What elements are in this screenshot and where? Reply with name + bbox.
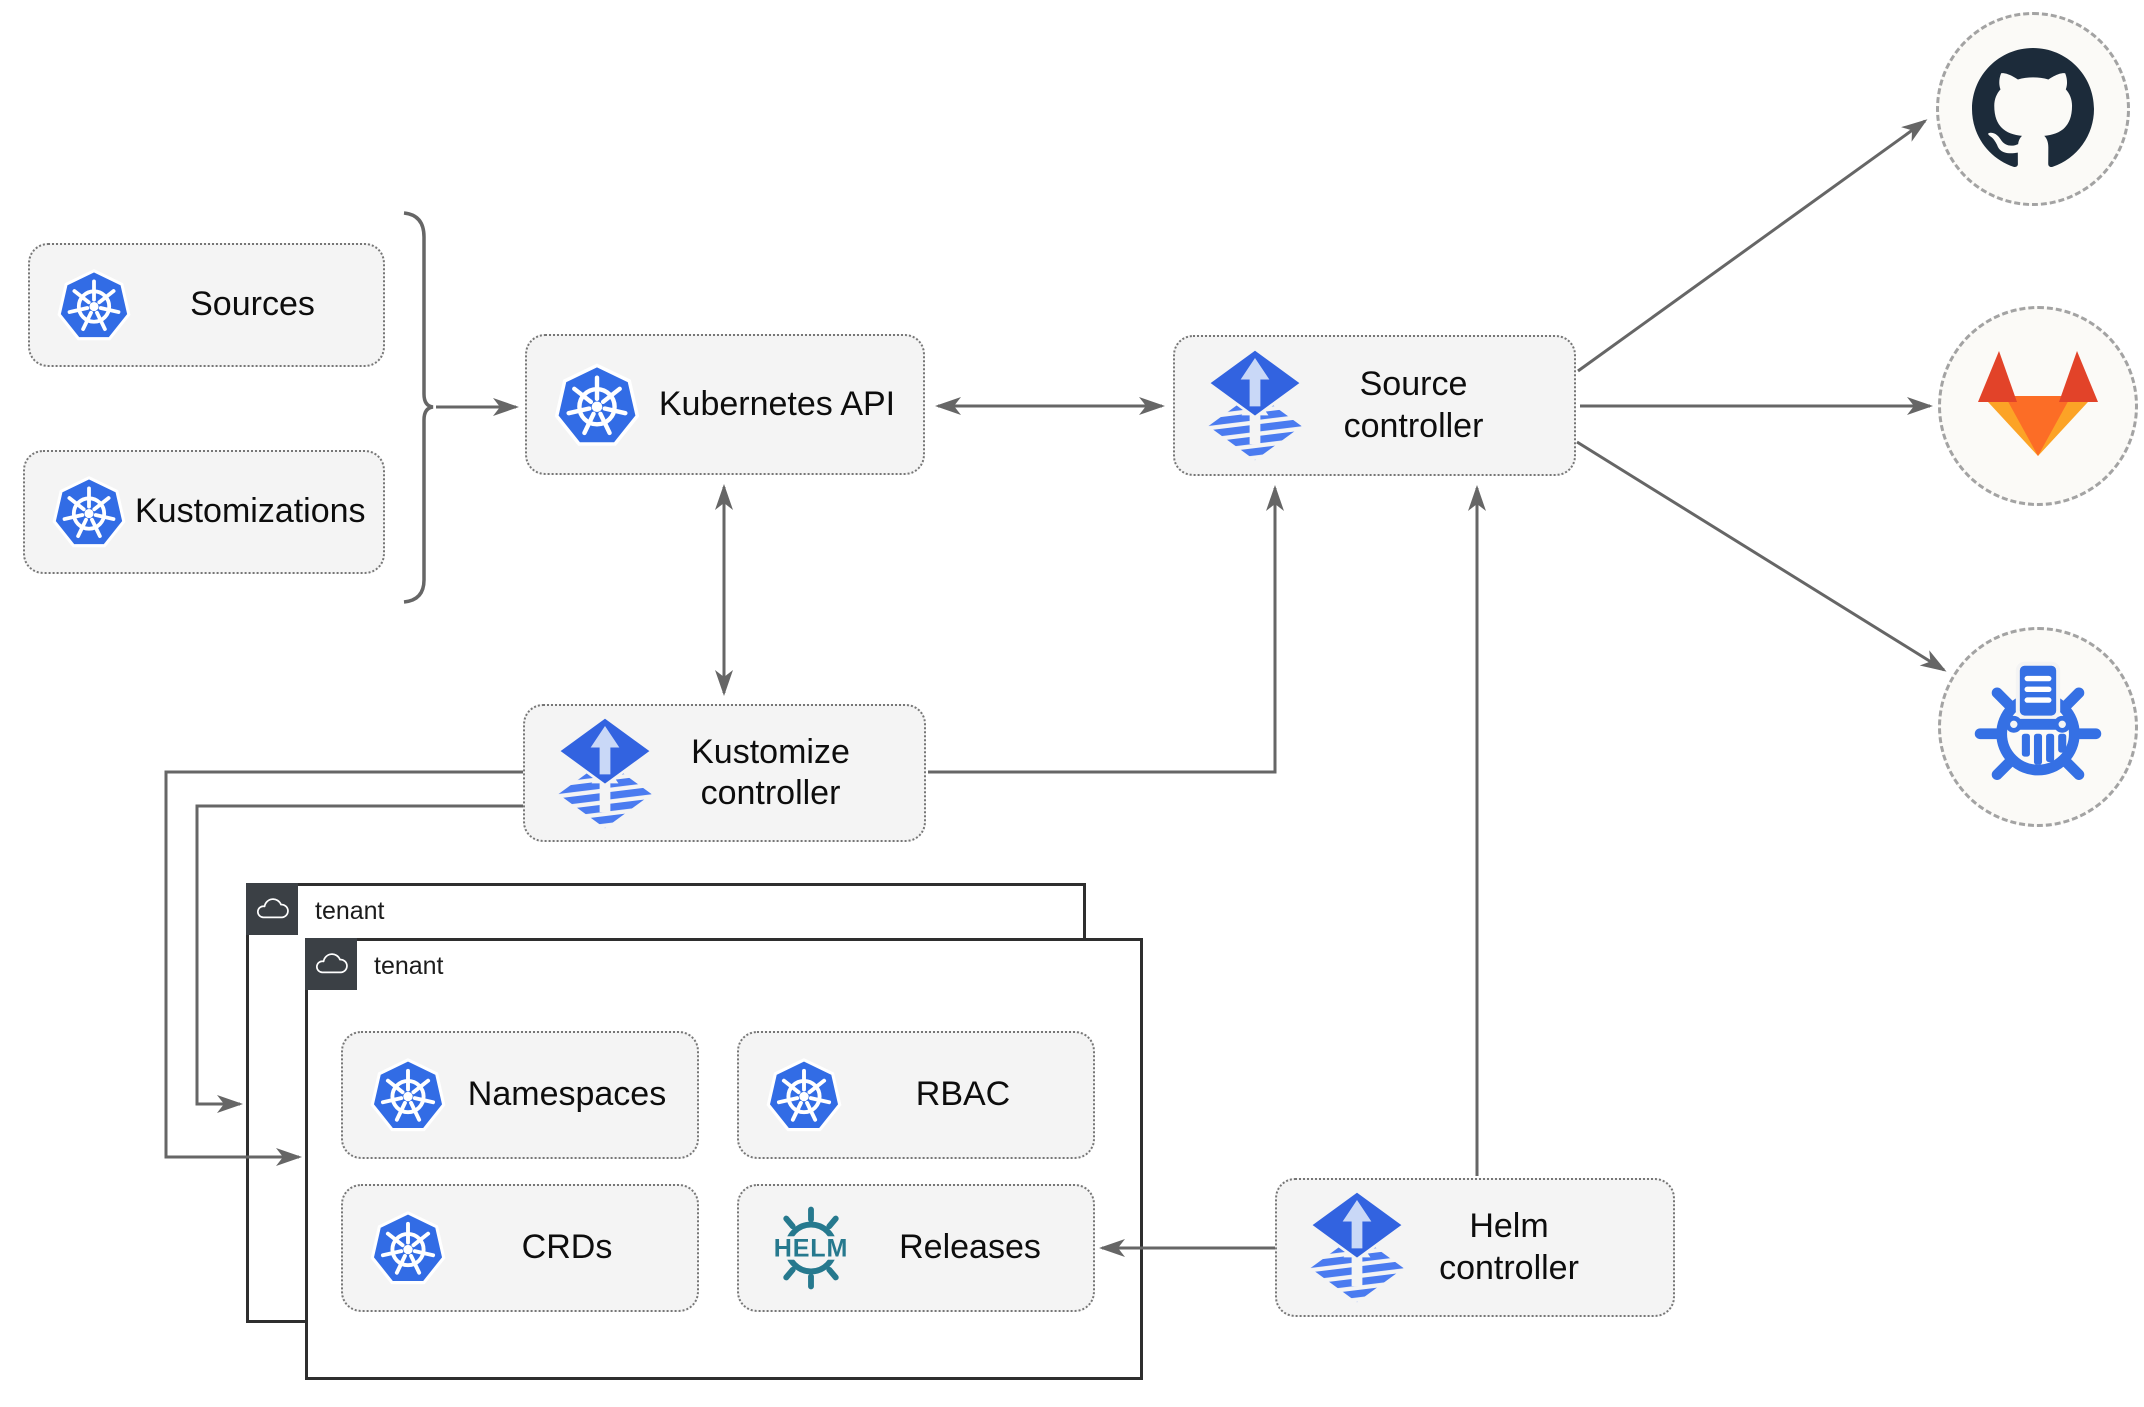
sources-label: Sources [190, 285, 315, 324]
kustomize-source [1938, 627, 2138, 827]
source-controller-label: Source controller [1343, 365, 1484, 445]
cloud-icon [246, 883, 298, 935]
edge-source-github [1577, 119, 1928, 373]
brace-cluster-resources [403, 211, 434, 604]
gitlab-icon [1963, 339, 2113, 474]
kustomize-controller-label: Kustomize controller [691, 732, 850, 812]
kubernetes-icon [51, 474, 127, 550]
rbac-node: RBAC [737, 1031, 1095, 1159]
kustomize-icon [1964, 653, 2112, 801]
helm-controller-label: Helm controller [1439, 1207, 1579, 1287]
flux-icon [1303, 1191, 1411, 1304]
gitlab-source [1938, 306, 2138, 506]
kubernetes-icon [369, 1209, 447, 1287]
kubernetes-api-label: Kubernetes API [658, 384, 896, 423]
kustomizations-node: Kustomizations [23, 450, 385, 574]
crds-label: CRDs [521, 1228, 613, 1267]
rbac-label: RBAC [915, 1075, 1011, 1114]
flux-icon [551, 717, 659, 830]
kubernetes-icon [553, 361, 641, 449]
tenant-label: tenant [315, 897, 385, 925]
edge-kustomize-source [928, 485, 1284, 774]
kubernetes-icon [765, 1056, 843, 1134]
namespaces-label: Namespaces [467, 1075, 667, 1114]
edge-source-kustomize [1576, 440, 1947, 672]
releases-label: Releases [899, 1228, 1041, 1267]
github-icon [1972, 48, 2094, 170]
sources-node: Sources [28, 243, 385, 367]
kubernetes-icon [56, 267, 132, 343]
cloud-icon [305, 938, 357, 990]
github-source [1936, 12, 2130, 206]
kustomize-controller-node: Kustomize controller [523, 704, 926, 842]
kubernetes-icon [369, 1056, 447, 1134]
source-controller-node: Source controller [1173, 335, 1576, 476]
tenant-box-inner: tenant [305, 938, 1143, 1380]
kustomizations-label: Kustomizations [135, 492, 366, 531]
releases-node: Releases [737, 1184, 1095, 1312]
namespaces-node: Namespaces [341, 1031, 699, 1159]
flux-icon [1201, 349, 1309, 462]
helm-icon [765, 1206, 857, 1290]
crds-node: CRDs [341, 1184, 699, 1312]
kubernetes-api-node: Kubernetes API [525, 334, 925, 475]
helm-controller-node: Helm controller [1275, 1178, 1675, 1317]
tenant-label: tenant [374, 952, 444, 980]
